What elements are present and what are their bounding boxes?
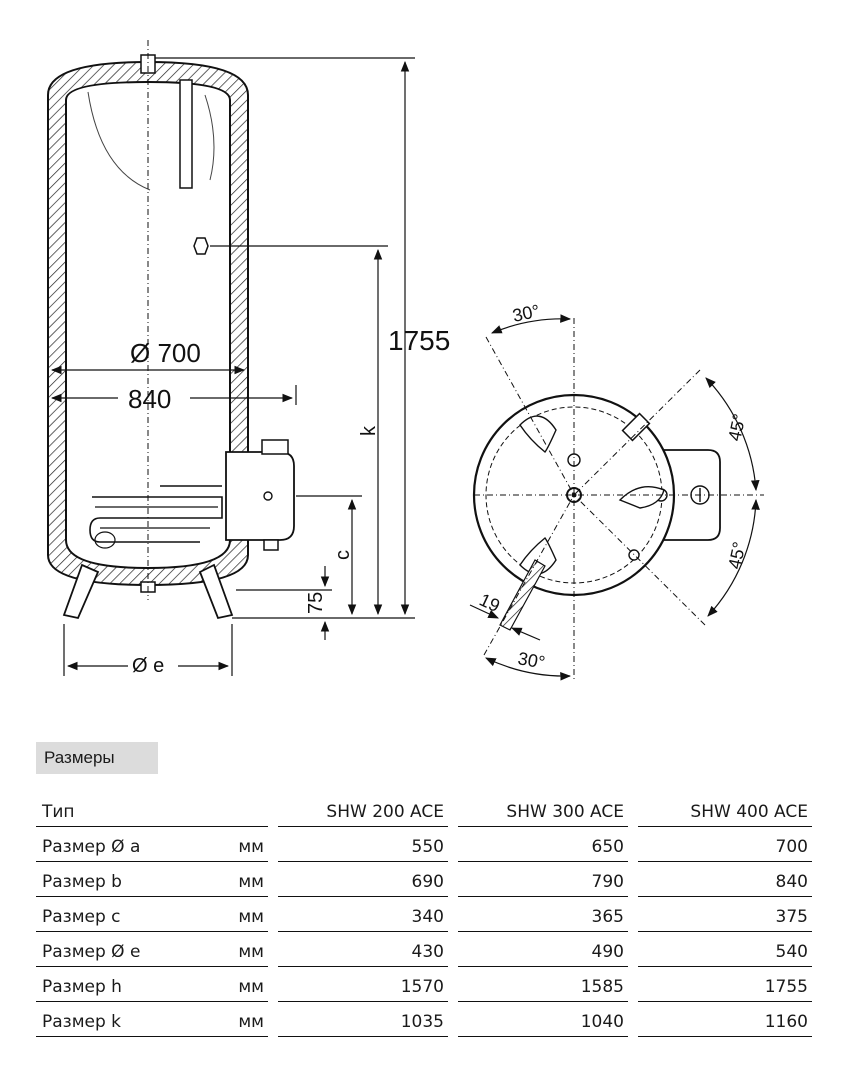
- table-row: Размер k мм 1035 1040 1160: [36, 1001, 812, 1037]
- dim-base-label: Ø e: [132, 655, 164, 677]
- dim-k-label: k: [358, 425, 380, 436]
- table-row: Размер h мм 1570 1585 1755: [36, 966, 812, 1002]
- section-title: Размеры: [36, 742, 158, 774]
- header-unit: [164, 792, 268, 827]
- leg-left: [62, 563, 100, 620]
- row-unit: мм: [164, 861, 268, 897]
- dim-c-label: c: [332, 550, 354, 560]
- row-value: 1160: [638, 1001, 812, 1037]
- row-name: Размер h: [36, 966, 164, 1002]
- row-name: Размер c: [36, 896, 164, 932]
- header-type: Тип: [36, 792, 164, 827]
- row-value: 490: [458, 931, 628, 967]
- row-value: 840: [638, 861, 812, 897]
- header-model-1: SHW 200 ACE: [278, 792, 448, 827]
- row-value: 1755: [638, 966, 812, 1002]
- row-value: 365: [458, 896, 628, 932]
- row-value: 1570: [278, 966, 448, 1002]
- angle-top-label: 30°: [511, 301, 542, 326]
- leg-right: [198, 563, 234, 620]
- row-unit: мм: [164, 1001, 268, 1037]
- angle-right-top-label: 45°: [724, 412, 749, 443]
- table-row: Размер Ø a мм 550 650 700: [36, 826, 812, 862]
- row-value: 1040: [458, 1001, 628, 1037]
- row-unit: мм: [164, 966, 268, 1002]
- table-row: Размер c мм 340 365 375: [36, 896, 812, 932]
- heater-flange: [225, 451, 295, 541]
- technical-drawing: 1755 Ø 700 840 k c 75 Ø e: [47, 40, 764, 681]
- dim-outer-label: 840: [128, 384, 171, 414]
- row-value: 375: [638, 896, 812, 932]
- row-name: Размер Ø e: [36, 931, 164, 967]
- row-value: 550: [278, 826, 448, 862]
- row-unit: мм: [164, 896, 268, 932]
- row-name: Размер b: [36, 861, 164, 897]
- table-header-row: Тип SHW 200 ACE SHW 300 ACE SHW 400 ACE: [36, 792, 812, 827]
- dim-inner-diameter-label: Ø 700: [130, 338, 201, 368]
- header-model-3: SHW 400 ACE: [638, 792, 812, 827]
- table-row: Размер Ø e мм 430 490 540: [36, 931, 812, 967]
- dim-19-label: 19: [476, 589, 503, 616]
- angle-right-bottom-label: 45°: [724, 540, 749, 571]
- row-name: Размер k: [36, 1001, 164, 1037]
- row-unit: мм: [164, 826, 268, 862]
- row-value: 340: [278, 896, 448, 932]
- table-row: Размер b мм 690 790 840: [36, 861, 812, 897]
- side-dimensions: [50, 57, 415, 676]
- row-value: 1585: [458, 966, 628, 1002]
- row-value: 1035: [278, 1001, 448, 1037]
- dimensions-table: Тип SHW 200 ACE SHW 300 ACE SHW 400 ACE …: [36, 792, 812, 1037]
- row-value: 430: [278, 931, 448, 967]
- tank-side-view: [47, 40, 295, 620]
- top-view-angles: [469, 314, 760, 681]
- row-value: 690: [278, 861, 448, 897]
- row-value: 790: [458, 861, 628, 897]
- tank-top-view: [472, 318, 764, 680]
- row-value: 650: [458, 826, 628, 862]
- angle-bottom-label: 30°: [516, 648, 546, 672]
- row-name: Размер Ø a: [36, 826, 164, 862]
- row-unit: мм: [164, 931, 268, 967]
- header-model-2: SHW 300 ACE: [458, 792, 628, 827]
- dim-feet-label: 75: [305, 592, 327, 614]
- row-value: 540: [638, 931, 812, 967]
- row-value: 700: [638, 826, 812, 862]
- dim-height-label: 1755: [388, 325, 450, 356]
